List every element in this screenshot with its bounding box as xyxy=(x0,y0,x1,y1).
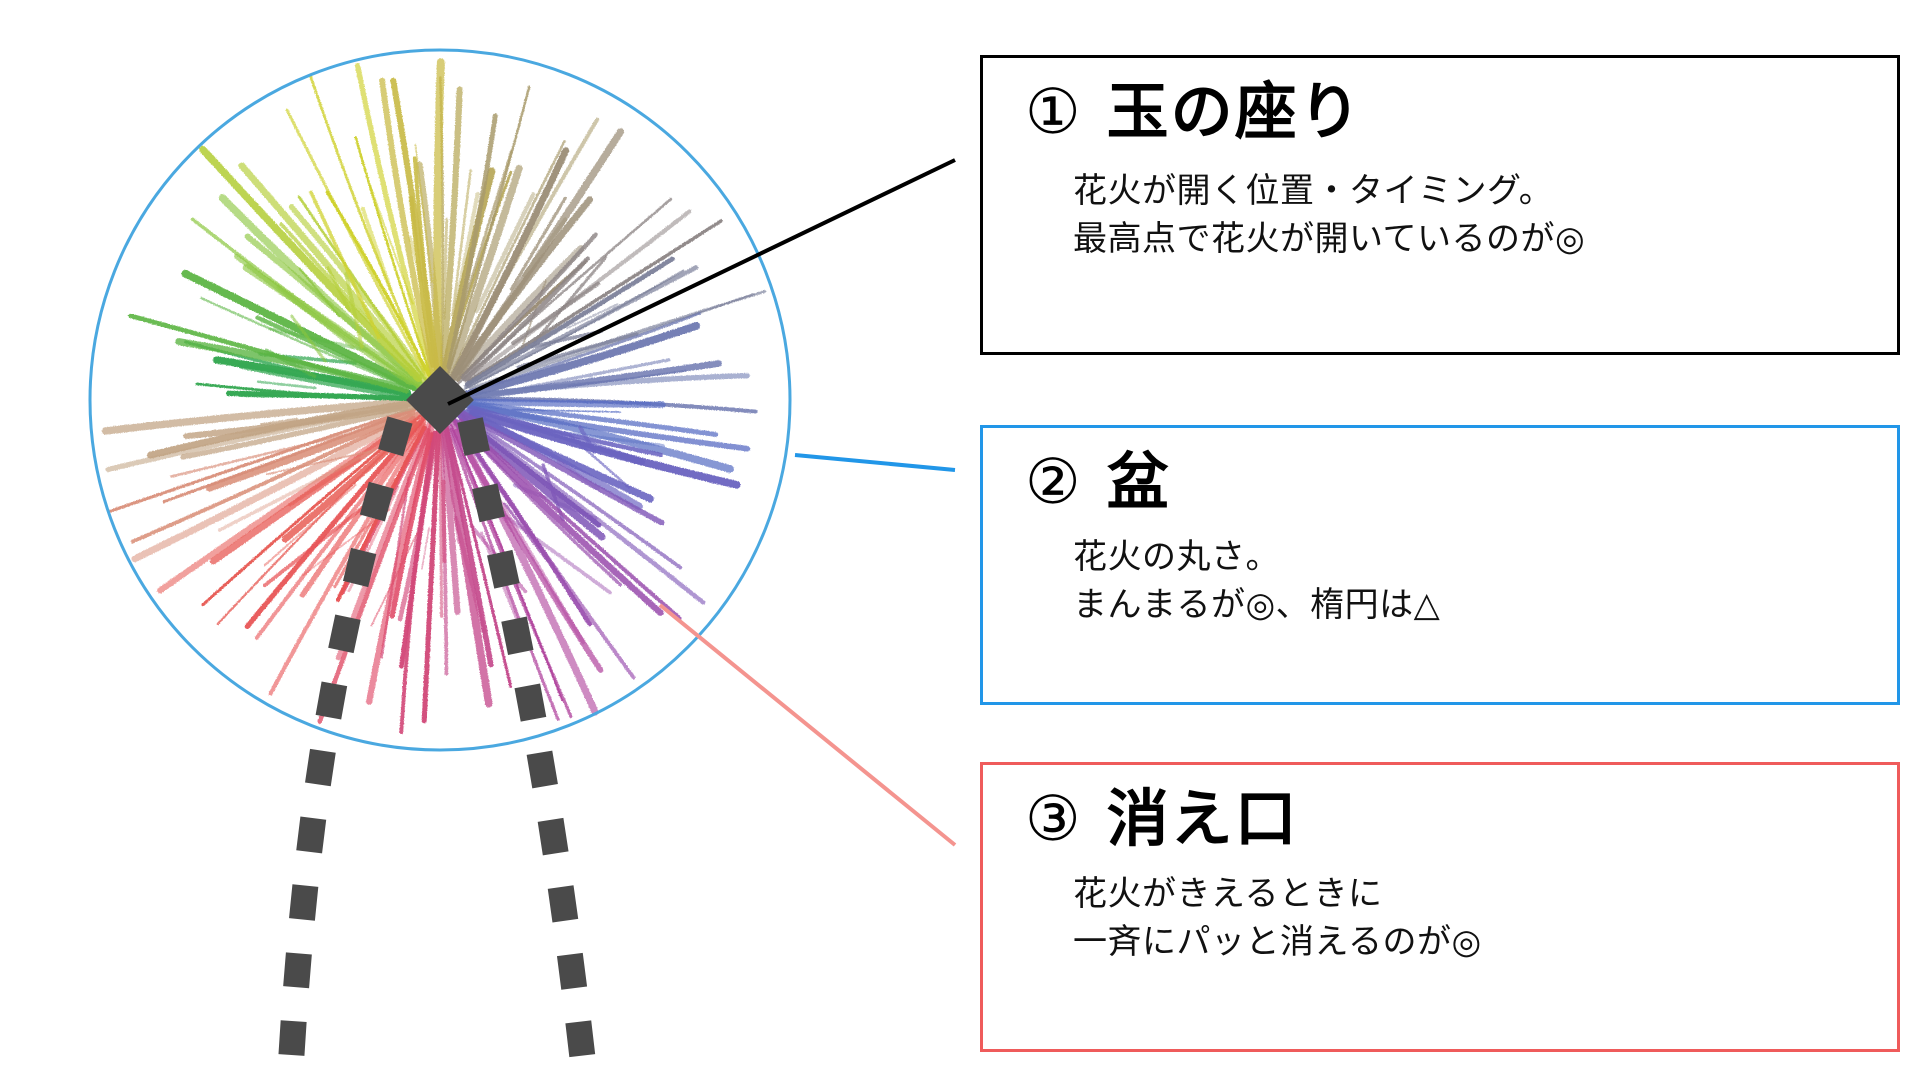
firework-spark xyxy=(288,458,361,507)
firework-spark xyxy=(421,527,430,570)
firework-spark xyxy=(309,190,381,340)
firework-spark xyxy=(276,284,355,349)
panel-bon[interactable]: ② 盆 花火の丸さ。 まんまるが◎、楕円は△ xyxy=(980,425,1900,705)
firework-ray xyxy=(225,390,418,402)
firework-ray xyxy=(325,190,432,378)
panel-2-body: 花火の丸さ。 まんまるが◎、楕円は△ xyxy=(1073,533,1897,630)
firework-spark xyxy=(256,380,317,390)
firework-ray xyxy=(390,77,440,374)
panel-2-body-line-2: まんまるが◎、楕円は△ xyxy=(1073,586,1441,625)
firework-spark xyxy=(442,217,449,320)
firework-ray xyxy=(453,428,604,673)
firework-spark xyxy=(263,483,357,567)
firework-spark xyxy=(441,479,447,564)
firework-spark xyxy=(263,498,375,588)
firework-spark xyxy=(290,314,327,363)
firework-ray xyxy=(238,162,430,386)
firework-spark xyxy=(344,272,364,349)
firework-spark xyxy=(360,206,393,292)
firework-spark xyxy=(265,450,372,476)
firework-ray xyxy=(458,401,751,452)
firework-spark xyxy=(449,489,461,544)
firework-spark xyxy=(369,185,414,305)
firework-ray xyxy=(130,412,413,544)
firework-ray xyxy=(199,145,422,382)
firework-ray xyxy=(399,432,435,734)
panel-3-number: ③ xyxy=(1025,784,1081,854)
panel-1-heading: ① 玉の座り xyxy=(1025,80,1897,145)
firework-ray xyxy=(242,263,426,391)
firework-spark xyxy=(298,267,341,317)
panel-3-body-line-2: 一斉にパッと消えるのが◎ xyxy=(1073,923,1482,962)
firework-ray xyxy=(366,418,437,705)
firework-spark xyxy=(568,433,631,489)
panel-1-body: 花火が開く位置・タイミング。 最高点で花火が開いているのが◎ xyxy=(1073,167,1897,264)
firework-ray xyxy=(285,108,430,381)
firework-ray xyxy=(131,410,419,563)
firework-ray xyxy=(268,422,427,696)
panel-3-heading: ③ 消え口 xyxy=(1025,787,1897,852)
panel-2-number: ② xyxy=(1025,447,1081,517)
firework-spark xyxy=(302,508,391,576)
firework-ray xyxy=(469,408,741,489)
firework-ray xyxy=(459,410,665,526)
firework-ray xyxy=(440,421,493,708)
firework-ray xyxy=(354,136,432,377)
firework-ray xyxy=(421,426,441,724)
panel-3-body-line-1: 花火がきえるときに xyxy=(1073,875,1383,914)
firework-spark xyxy=(503,502,549,562)
firework-spark xyxy=(495,508,612,595)
firework-spark xyxy=(264,348,317,379)
panel-1-body-line-1: 花火が開く位置・タイミング。 xyxy=(1073,172,1554,211)
firework-ray xyxy=(439,421,461,615)
firework-ray xyxy=(379,77,438,382)
panel-kiekuchi[interactable]: ③ 消え口 花火がきえるときに 一斉にパッと消えるのが◎ xyxy=(980,762,1900,1052)
firework-ray xyxy=(433,58,445,370)
firework-spark xyxy=(260,417,299,426)
firework-ray xyxy=(452,420,636,680)
panel-2-title: 盆 xyxy=(1106,448,1171,517)
firework-ray xyxy=(162,408,417,504)
firework-ray xyxy=(444,422,513,688)
firework-ray xyxy=(458,407,654,503)
firework-ray xyxy=(200,297,418,392)
firework-spark xyxy=(170,433,347,478)
firework-ray xyxy=(438,426,444,618)
firework-spark xyxy=(408,235,424,283)
panel-2-body-line-1: 花火の丸さ。 xyxy=(1073,538,1280,577)
panel-3-body: 花火がきえるときに 一斉にパッと消えるのが◎ xyxy=(1073,870,1897,967)
panel-3-title: 消え口 xyxy=(1106,785,1299,854)
firework-ray xyxy=(180,404,417,460)
panel-1-number: ① xyxy=(1025,77,1081,147)
firework-spark xyxy=(217,448,377,532)
panel-1-body-line-2: 最高点で花火が開いているのが◎ xyxy=(1073,220,1586,259)
panel-tama-no-suwari[interactable]: ① 玉の座り 花火が開く位置・タイミング。 最高点で花火が開いているのが◎ xyxy=(980,55,1900,355)
firework-spark xyxy=(511,408,622,413)
panel-2-heading: ② 盆 xyxy=(1025,450,1897,515)
firework-illustration xyxy=(88,48,792,1080)
firework-ray xyxy=(175,338,410,393)
firework-ray xyxy=(459,411,683,570)
firework-ray xyxy=(147,399,418,459)
firework-ray xyxy=(288,204,426,376)
firework-ray xyxy=(108,407,416,513)
firework-spark xyxy=(556,459,600,491)
firework-ray xyxy=(354,62,434,376)
firework-ray xyxy=(101,397,421,435)
firework-spark xyxy=(370,532,419,627)
firework-ray xyxy=(181,269,420,392)
firework-spark xyxy=(414,143,433,283)
panel-1-title: 玉の座り xyxy=(1106,78,1363,147)
